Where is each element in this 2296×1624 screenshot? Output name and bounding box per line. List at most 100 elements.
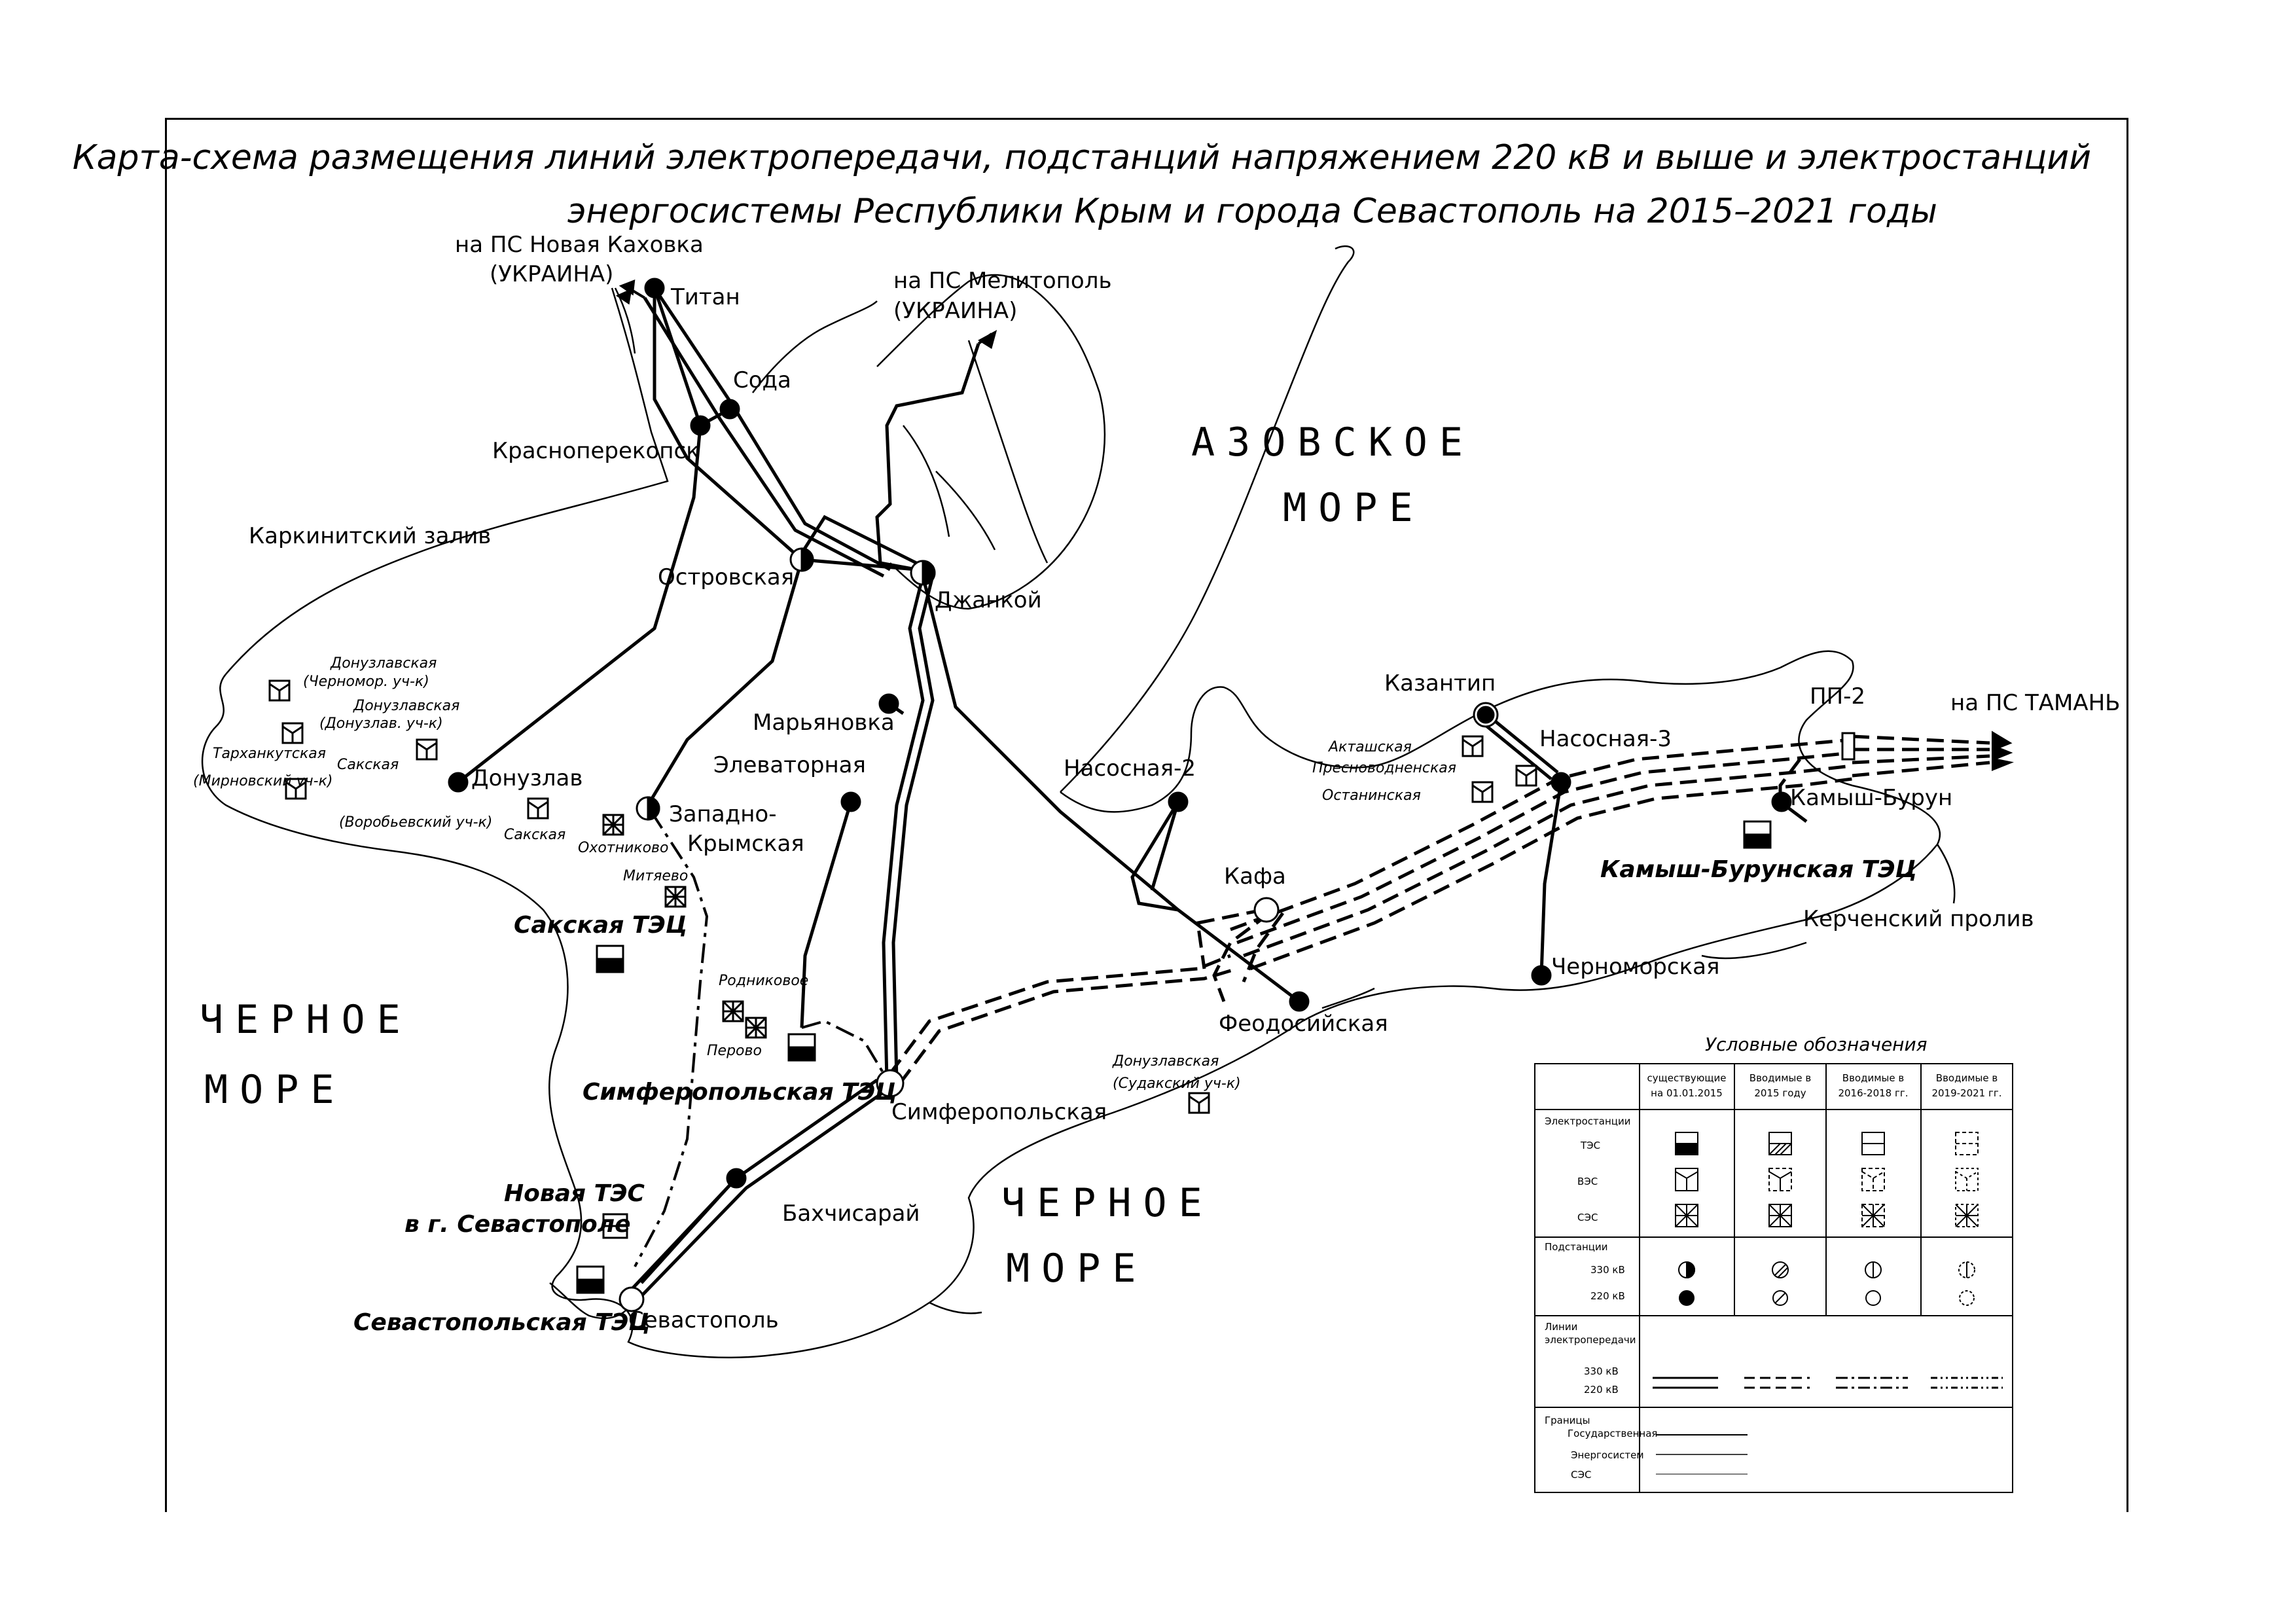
map-title-line1: Карта-схема размещения линий электропере… [73, 138, 2091, 177]
legend-ves: ВЭС [1577, 1176, 1598, 1187]
ext-kakhovka-1: на ПС Новая Каховка [455, 232, 704, 258]
kamysh-tec-icon [1743, 820, 1772, 849]
map-title-line2: энергосистемы Республики Крым и города С… [567, 192, 1937, 231]
label-elevatornaya: Элеваторная [713, 752, 866, 778]
saki-tec-icon [596, 945, 624, 973]
legend-ses: СЭС [1577, 1212, 1598, 1223]
black-sea-south-label-1: ЧЕРНОЕ [1001, 1180, 1214, 1226]
substation-labels: Титан Сода Красноперекопск Островская Дж… [471, 284, 1952, 1333]
black-sea-west-label-2: МОРЕ [204, 1067, 346, 1113]
label-simferopol: Симферопольская [891, 1099, 1107, 1125]
maryanovka-node [878, 693, 899, 714]
label-kamysh-tec: Камыш-Бурунская ТЭЦ [1600, 856, 1917, 883]
legend-tes: ТЭС [1580, 1140, 1600, 1151]
sev-tec-icon [576, 1265, 605, 1294]
label-kafa: Кафа [1224, 863, 1286, 890]
legend-kv220: 220 кВ [1590, 1290, 1625, 1302]
label-new-tes-2: в г. Севастополе [404, 1211, 631, 1238]
ext-kakhovka-2: (УКРАИНА) [490, 261, 613, 287]
ext-melitopol-1: на ПС Мелитополь [893, 268, 1111, 294]
legend-col3-2: 2016-2018 гг. [1838, 1087, 1908, 1099]
label-aktash-3: Останинская [1322, 787, 1421, 804]
label-nasosnaya3: Насосная-3 [1539, 726, 1672, 752]
kafa-node [1253, 897, 1280, 923]
sevastopol-node [619, 1286, 645, 1312]
label-mityaevo: Митяево [623, 868, 688, 884]
pp2-node [1841, 732, 1856, 761]
elevatornaya-node [840, 791, 861, 812]
substation-nodes [448, 278, 1856, 1312]
lines-existing [457, 287, 1808, 1301]
label-okhotnikovo: Охотниково [578, 840, 668, 856]
label-rodnikovoe: Родниковое [719, 973, 808, 989]
label-kazantip: Казантип [1384, 670, 1496, 696]
legend-b-energy: Энергосистем [1571, 1449, 1644, 1461]
black-sea-south-label-2: МОРЕ [1006, 1246, 1148, 1291]
azov-sea-label-2: МОРЕ [1283, 485, 1425, 531]
legend-kv330: 330 кВ [1590, 1264, 1625, 1276]
label-pp2: ПП-2 [1810, 683, 1865, 710]
label-maryanovka: Марьяновка [753, 710, 895, 736]
chernomorskaya-node [1531, 965, 1552, 986]
legend-col3-1: Вводимые в [1842, 1072, 1904, 1084]
legend-col4-1: Вводимые в [1936, 1072, 1998, 1084]
label-sakskaya-1: Сакская [337, 757, 399, 773]
label-zapadno-2: Крымская [687, 831, 804, 857]
legend-col2-1: Вводимые в [1749, 1072, 1811, 1084]
external-arrows [615, 279, 2014, 771]
label-krasnoperekopsk: Красноперекопск [492, 438, 700, 464]
legend-b-ses: СЭС [1571, 1469, 1591, 1481]
azov-sea-label-1: АЗОВСКОЕ [1191, 420, 1475, 465]
legend-col1-1: существующие [1647, 1072, 1727, 1084]
plant-labels: Сакская ТЭЦ Симферопольская ТЭЦ Новая ТЭ… [353, 856, 1917, 1336]
label-dzhankoy: Джанкой [935, 587, 1042, 613]
label-bakhchisaray: Бахчисарай [782, 1200, 920, 1227]
power-plants [268, 679, 1772, 1294]
legend-stations: Электростанции [1545, 1115, 1630, 1127]
legend-col1-2: на 01.01.2015 [1651, 1087, 1723, 1099]
legend-lines-2: электропередачи [1545, 1334, 1636, 1346]
bakhchisaray-node [726, 1168, 747, 1189]
label-sakskaya-2: (Воробьевский уч-к) [339, 814, 492, 831]
coastline [201, 245, 1956, 1359]
label-titan: Титан [670, 284, 740, 310]
soda-node [719, 399, 740, 420]
label-sakskaya-ses: Сакская [504, 827, 565, 843]
legend-col4-2: 2019-2021 гг. [1931, 1087, 2001, 1099]
ext-melitopol-2: (УКРАИНА) [893, 298, 1017, 324]
label-nasosnaya2: Насосная-2 [1064, 755, 1196, 782]
label-simf-tec: Симферопольская ТЭЦ [583, 1079, 897, 1106]
label-donuzl-chern-2: (Черномор. уч-к) [303, 674, 429, 690]
renewable-labels: Донузлавская (Черномор. уч-к) Донузлавск… [193, 655, 1456, 1092]
titan-node [644, 278, 665, 298]
label-zapadno-1: Западно- [669, 801, 777, 827]
label-sev-tec: Севастопольская ТЭЦ [353, 1309, 651, 1336]
label-ostrovskaya: Островская [658, 564, 794, 590]
zapadno-krymskaya-node [636, 796, 660, 821]
label-kamysh: Камыш-Бурун [1790, 785, 1952, 811]
label-saki-tec: Сакская ТЭЦ [514, 912, 687, 939]
label-sevastopol: Севастополь [628, 1307, 779, 1333]
karkinit-bay-label: Каркинитский залив [249, 523, 491, 549]
label-tarkhan-1: Тарханкутская [213, 746, 326, 762]
nasosnaya2-node [1168, 791, 1189, 812]
legend-lines-1: Линии [1545, 1321, 1577, 1333]
label-donuzl-chern-1: Донузлавская [330, 655, 437, 672]
legend-borders: Границы [1545, 1415, 1590, 1426]
kazantip-node-inner [1477, 706, 1495, 724]
label-aktash-1: Акташская [1327, 739, 1412, 755]
lines-planned [634, 810, 885, 1267]
legend-line220: 220 кВ [1584, 1384, 1619, 1396]
legend: Условные обозначения существующие на 01.… [1534, 1034, 2013, 1493]
feodosiya-node [1289, 991, 1310, 1012]
label-new-tes-1: Новая ТЭС [504, 1180, 645, 1207]
nasosnaya3-node [1551, 772, 1571, 793]
simf-tec-icon [787, 1033, 816, 1062]
wind-plant-icons [268, 679, 1537, 1114]
simferopol-node [876, 1069, 905, 1098]
label-tarkhan-2: (Мирновский уч-к) [193, 773, 332, 789]
ext-taman: на ПС ТАМАНЬ [1950, 690, 2121, 716]
donuzlav-node [448, 772, 469, 793]
solar-plant-icons [602, 814, 767, 1039]
